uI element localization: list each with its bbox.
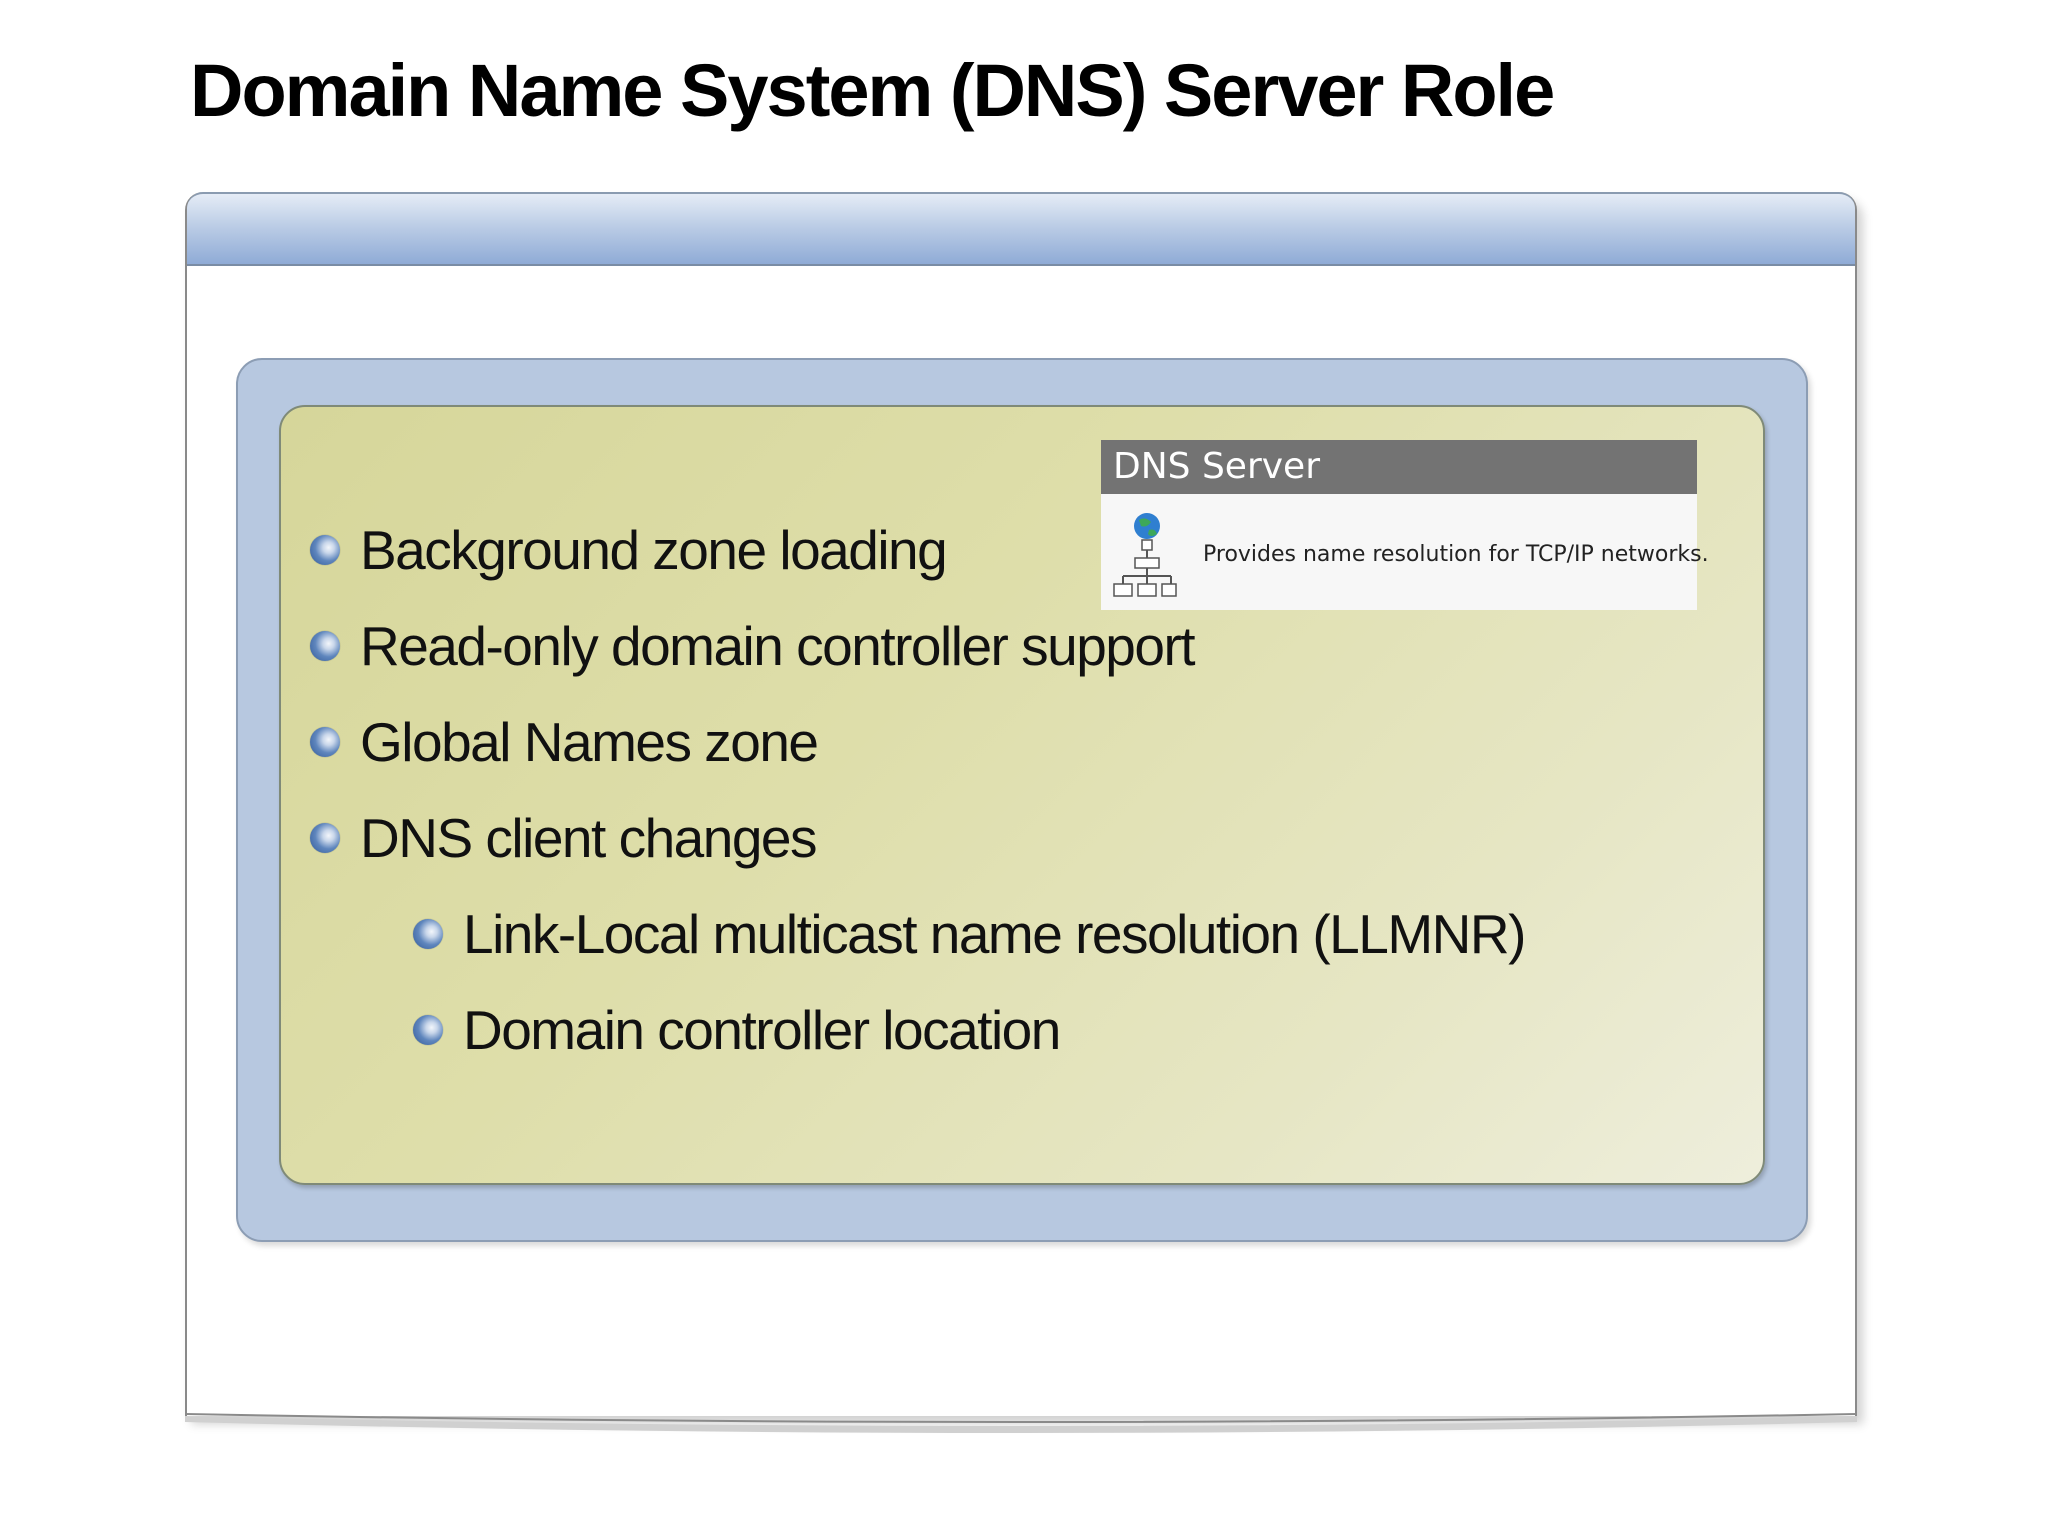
bullet-text: Background zone loading [360, 519, 948, 581]
bullet-item: Global Names zone [310, 710, 819, 774]
dns-card-description: Provides name resolution for TCP/IP netw… [1203, 542, 1709, 567]
dns-card-title: DNS Server [1101, 440, 1697, 494]
bullet-icon [413, 1015, 443, 1045]
sub-bullet-item: Domain controller location [413, 998, 1061, 1062]
bullet-text: Global Names zone [360, 711, 819, 773]
dns-server-role-card: DNS Server Provides name resolution for … [1101, 440, 1709, 610]
frame-bottom-curl [185, 1400, 1857, 1440]
bullet-icon [310, 727, 340, 757]
sub-bullet-item: Link-Local multicast name resolution (LL… [413, 902, 1526, 966]
frame-header-bar [187, 192, 1855, 266]
bullet-icon [413, 919, 443, 949]
bullet-text: Domain controller location [463, 999, 1061, 1061]
bullet-text: DNS client changes [360, 807, 818, 869]
bullet-item: Background zone loading [310, 518, 948, 582]
bullet-icon [310, 823, 340, 853]
bullet-icon [310, 631, 340, 661]
slide-title: Domain Name System (DNS) Server Role [190, 49, 1555, 132]
bullet-icon [310, 535, 340, 565]
bullet-text: Link-Local multicast name resolution (LL… [463, 903, 1526, 965]
dns-server-network-icon [1111, 512, 1177, 602]
bullet-text: Read-only domain controller support [360, 615, 1196, 677]
bullet-item: DNS client changes [310, 806, 818, 870]
bullet-item: Read-only domain controller support [310, 614, 1196, 678]
